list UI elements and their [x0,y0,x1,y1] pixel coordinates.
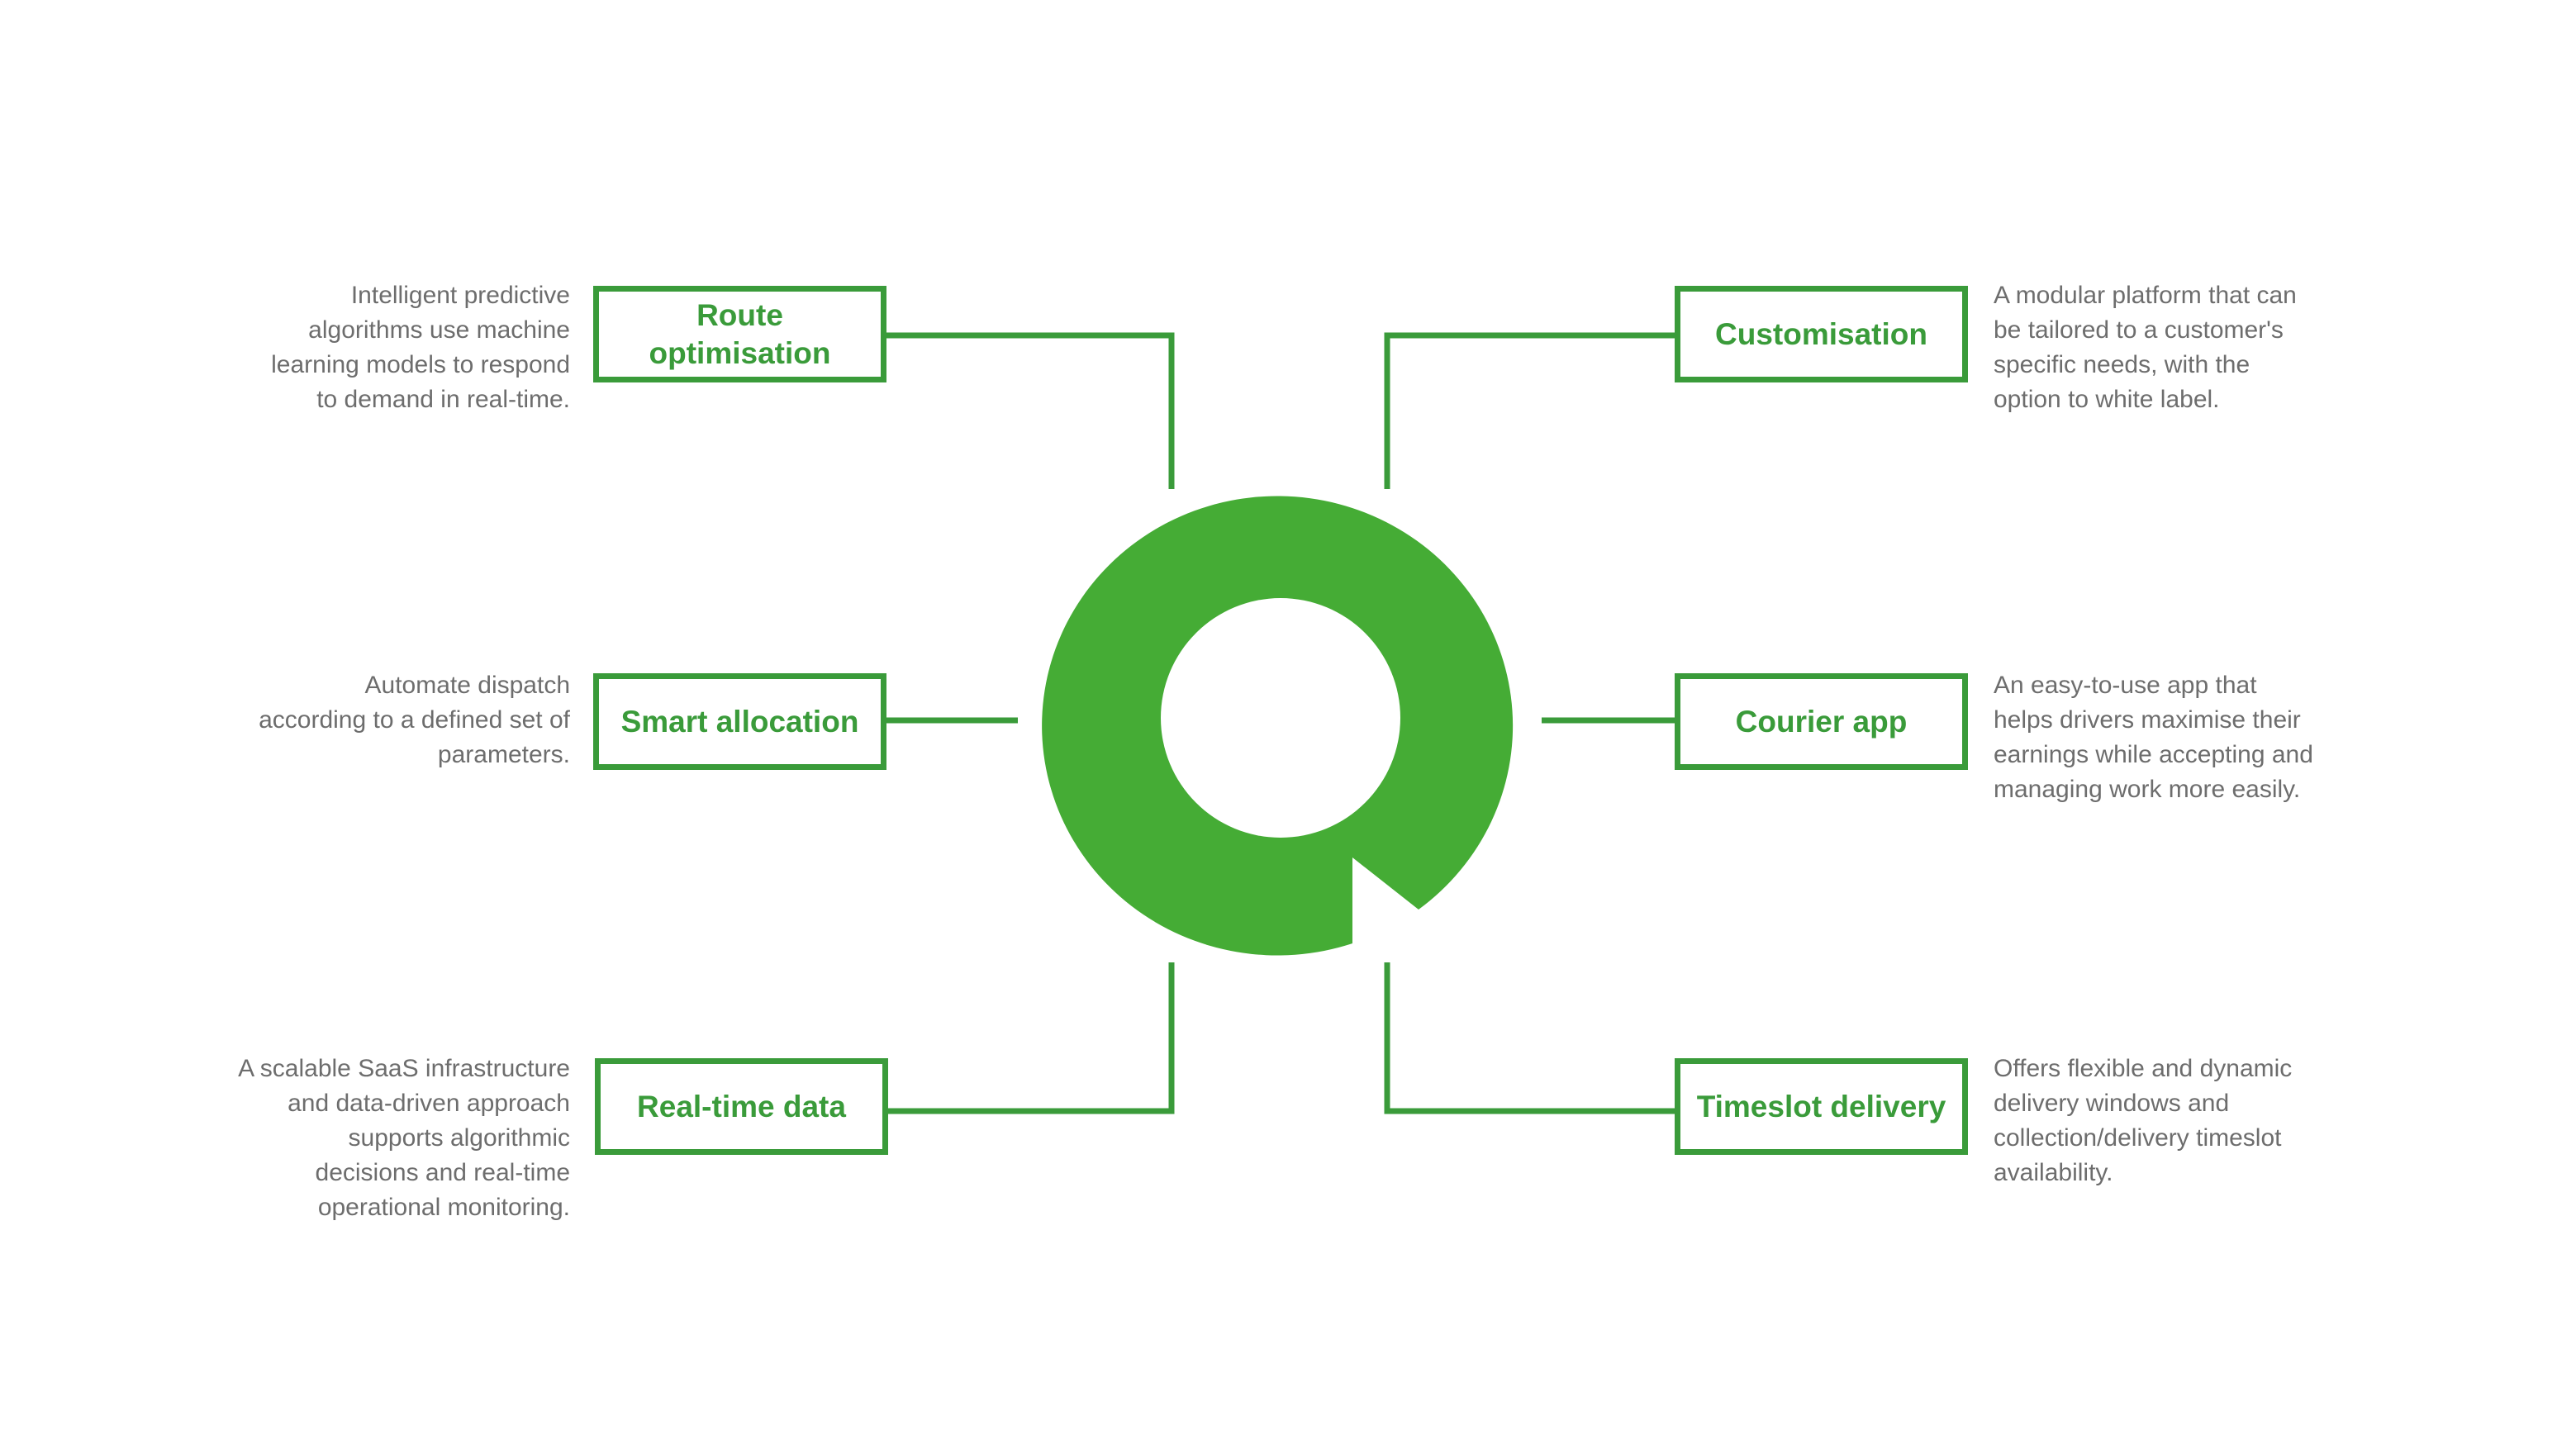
connector-customisation [1384,332,1675,489]
customisation-box: Customisation [1675,286,1968,382]
description-line: according to a defined set of [259,706,570,734]
route-optimisation-description: Intelligent predictive algorithms use ma… [271,278,570,417]
description-line: option to white label. [1994,386,2220,413]
real-time-data-box: Real-time data [595,1058,888,1155]
timeslot-delivery-label: Timeslot delivery [1697,1088,1946,1126]
smart-allocation-label: Smart allocation [621,703,859,741]
description-line: specific needs, with the [1994,351,2250,378]
label-line: optimisation [649,335,831,370]
description-line: parameters. [437,741,570,768]
description-line: Offers flexible and dynamic [1994,1055,2293,1082]
label-line: Smart allocation [620,704,859,739]
description-line: decisions and real-time [315,1159,570,1186]
timeslot-delivery-box: Timeslot delivery [1675,1058,1968,1155]
description-line: supports algorithmic [348,1124,570,1152]
courier-app-description: An easy-to-use app that helps drivers ma… [1994,668,2313,807]
connector-real-time-data [888,962,1175,1114]
description-line: earnings while accepting and [1994,741,2313,768]
description-line: to demand in real-time. [316,386,570,413]
description-line: learning models to respond [271,351,570,378]
smart-allocation-box: Smart allocation [593,673,886,770]
description-line: A scalable SaaS infrastructure [238,1055,570,1082]
connector-timeslot-delivery [1384,962,1675,1114]
connector-lines [886,332,1675,1114]
description-line: algorithms use machine [308,316,570,344]
description-line: operational monitoring. [317,1194,570,1221]
description-line: availability. [1994,1159,2113,1186]
description-line: Automate dispatch [364,672,570,699]
route-optimisation-box: Route optimisation [593,286,886,382]
real-time-data-label: Real-time data [637,1088,846,1126]
description-line: An easy-to-use app that [1994,672,2257,699]
description-line: managing work more easily. [1994,776,2301,803]
route-optimisation-label: Route optimisation [649,297,831,373]
real-time-data-description: A scalable SaaS infrastructure and data-… [238,1052,570,1225]
customisation-label: Customisation [1715,316,1927,354]
timeslot-delivery-description: Offers flexible and dynamic delivery win… [1994,1052,2292,1190]
description-line: helps drivers maximise their [1994,706,2301,734]
description-line: be tailored to a customer's [1994,316,2284,344]
description-line: collection/delivery timeslot [1994,1124,2282,1152]
label-line: Courier app [1735,704,1908,739]
label-line: Timeslot delivery [1696,1089,1946,1123]
description-line: and data-driven approach [288,1090,570,1117]
customisation-description: A modular platform that can be tailored … [1994,278,2297,417]
description-line: Intelligent predictive [350,282,570,309]
label-line: Customisation [1715,316,1927,351]
courier-app-box: Courier app [1675,673,1968,770]
smart-allocation-description: Automate dispatch according to a defined… [259,668,570,772]
label-line: Route [696,297,783,332]
connector-route-optimisation [886,332,1175,489]
label-line: Real-time data [637,1089,846,1123]
description-line: delivery windows and [1994,1090,2230,1117]
courier-app-label: Courier app [1736,703,1908,741]
description-line: A modular platform that can [1994,282,2297,309]
green-ring-logo-icon [1042,496,1514,956]
